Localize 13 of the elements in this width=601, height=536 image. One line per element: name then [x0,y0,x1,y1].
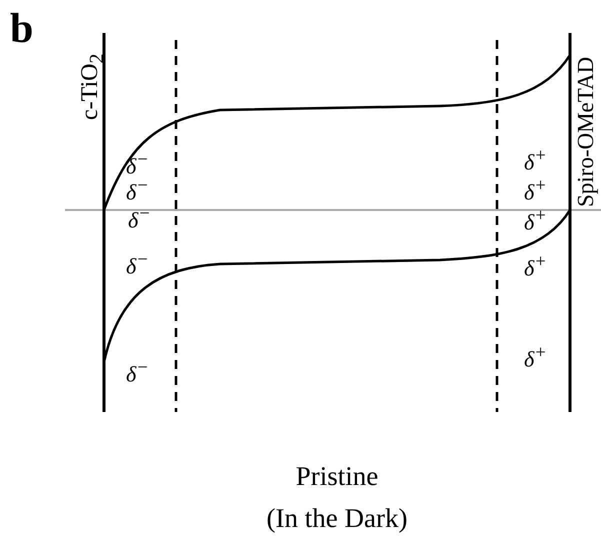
charge-label: δ$^{+}$ [524,146,547,174]
charge-label: δ$^{+}$ [524,252,547,280]
charge-label: δ$^{−}$ [126,176,149,204]
charge-label: δ$^{+}$ [524,343,547,370]
charge-label: δ$^{−}$ [128,204,151,232]
charge-label: δ$^{+}$ [524,206,547,234]
panel-label: b [10,8,34,50]
charge-label: δ$^{−}$ [126,358,149,386]
caption: Pristine (In the Dark) [266,460,408,535]
layer-label: Spiro-OMeTAD [574,56,597,207]
charge-label: δ$^{+}$ [524,176,547,204]
charge-label: δ$^{−}$ [126,150,149,178]
charge-label: δ$^{−}$ [126,250,149,278]
